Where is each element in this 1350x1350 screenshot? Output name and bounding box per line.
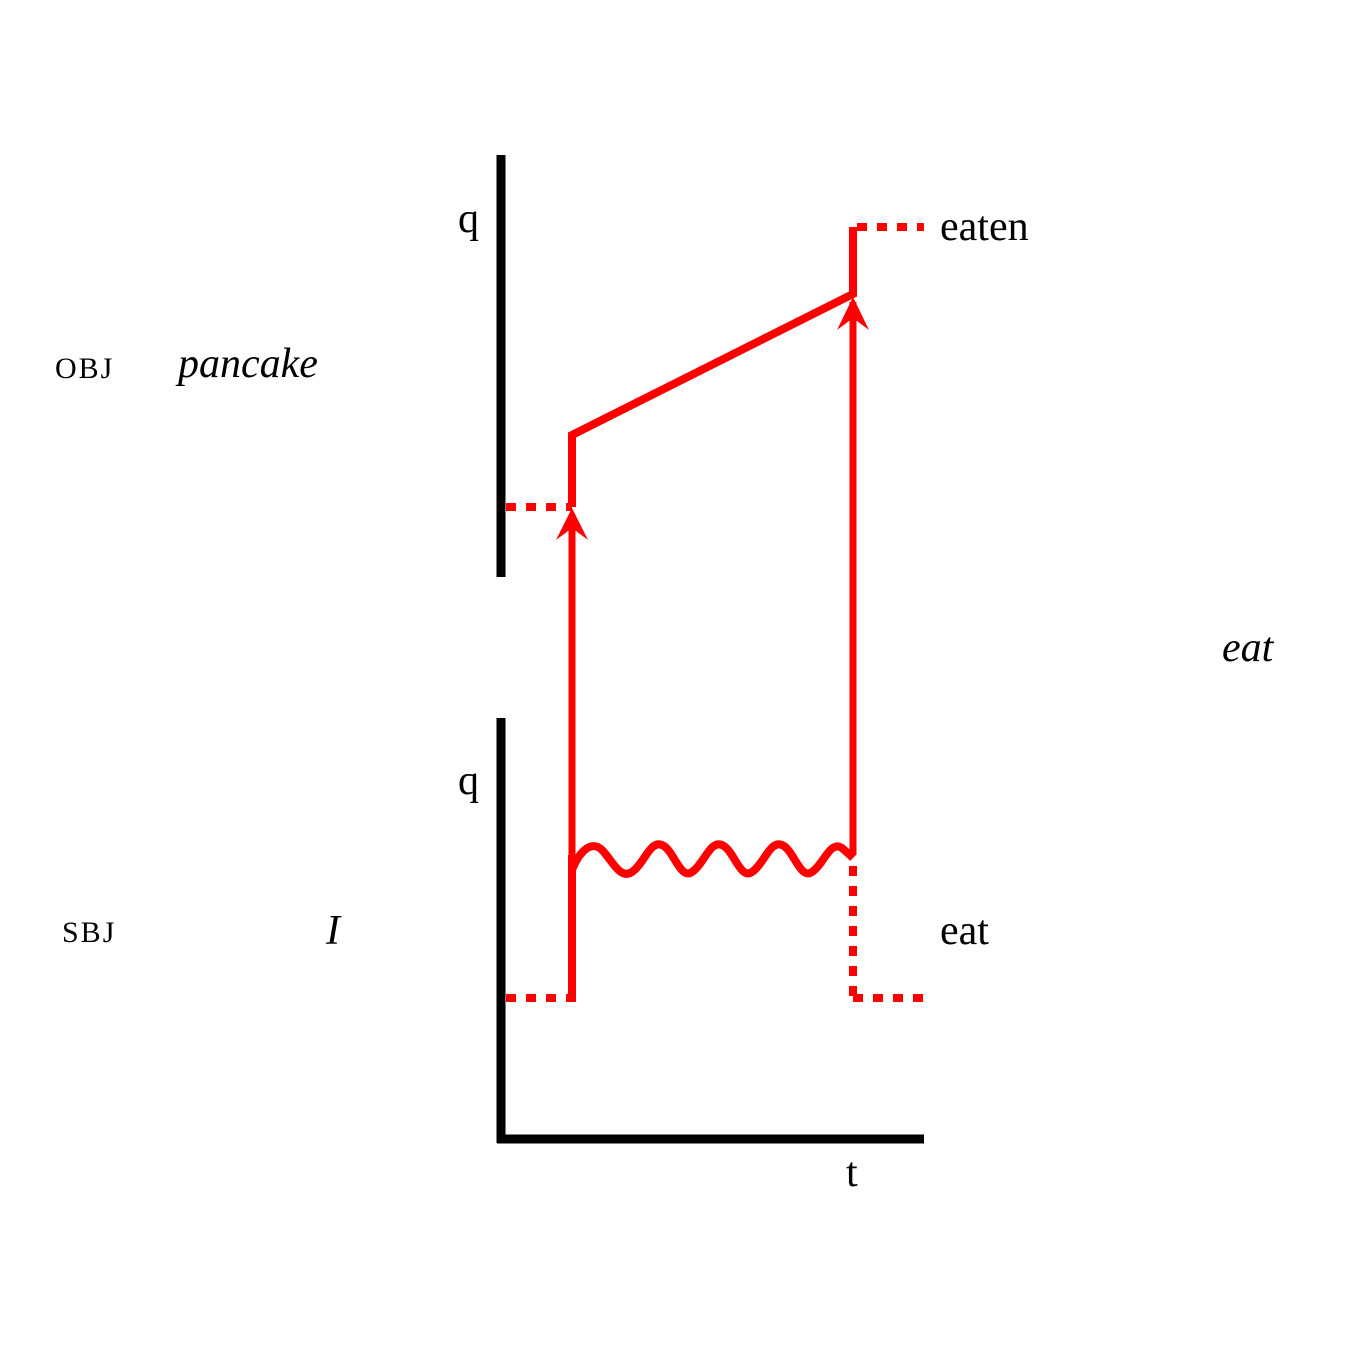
sbj-activity-wave: [568, 840, 856, 878]
verb-label: eat: [1222, 625, 1275, 671]
t-axis-label: t: [846, 1150, 858, 1196]
sbj-argument-label: I: [325, 908, 342, 954]
axes: [496, 155, 924, 1144]
obj-state-label: eaten: [940, 204, 1029, 250]
sbj-role-label: SBJ: [62, 916, 116, 949]
arrowhead-left-icon: [556, 508, 588, 540]
obj-q-axis-label: q: [458, 196, 479, 242]
obj-change-path: [568, 227, 857, 507]
obj-argument-label: pancake: [175, 341, 318, 387]
sbj-q-axis-label: q: [458, 758, 479, 804]
arrowhead-right-icon: [837, 297, 869, 330]
sbj-state-label: eat: [940, 908, 989, 954]
event-paths: [506, 223, 924, 1002]
obj-role-label: OBJ: [55, 352, 114, 385]
